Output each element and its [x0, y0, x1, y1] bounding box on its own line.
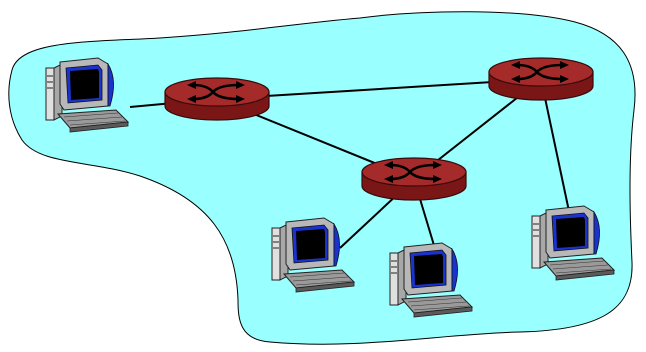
link-router-2-host-4 — [540, 78, 571, 217]
router-3 — [360, 156, 468, 202]
router-2 — [487, 56, 595, 102]
link-router-1-router-2 — [216, 78, 542, 100]
router-1 — [163, 76, 271, 122]
